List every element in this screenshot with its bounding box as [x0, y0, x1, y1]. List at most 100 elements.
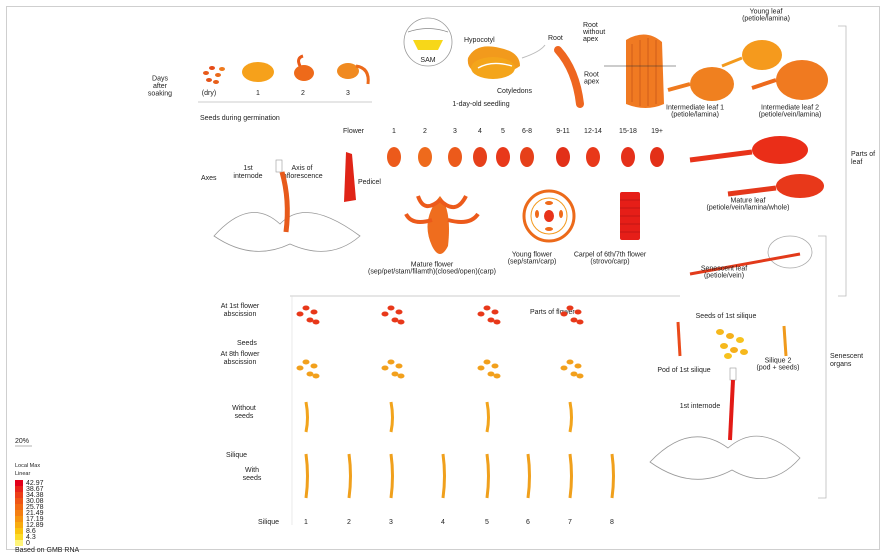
seeds-label: Seeds: [237, 340, 257, 347]
seed-first-abscission: [478, 312, 485, 317]
flower-stage-label: 9-11: [556, 128, 570, 135]
seed-first-abscission: [297, 312, 304, 317]
seedling-group: SAM Hypocotyl Cotyledons Root Rootwithou…: [404, 18, 605, 108]
silique2-label: Silique 2(pod + seeds): [757, 357, 800, 371]
seed-day1: [242, 62, 274, 82]
seed-eighth-abscission: [382, 366, 389, 371]
mature-flower-label: Mature flower(sep/pet/stam/filamth)(clos…: [368, 261, 496, 275]
color-legend: 20% Local MaxLinear 42.9738.6734.3830.08…: [15, 438, 80, 554]
seed-eighth-abscission: [311, 364, 318, 369]
legend-footer: Based on GMB RNA: [15, 547, 80, 554]
stage-dry: (dry): [202, 90, 216, 97]
silique-with-seeds: [570, 454, 572, 498]
silique-number: 1: [304, 519, 308, 526]
seed-first-abscission: [494, 320, 501, 325]
silique-number: 6: [526, 519, 530, 526]
seed-day3: [337, 63, 368, 84]
seed-first-abscission: [313, 320, 320, 325]
stage-1: 1: [256, 90, 260, 97]
pedicel-label: Pedicel: [358, 179, 381, 186]
seed-first-abscission: [561, 312, 568, 317]
flower-stage-shape: [556, 147, 570, 167]
seedling-caption: 1-day-old seedling: [452, 101, 509, 108]
seed-eighth-abscission: [577, 374, 584, 379]
seed-first-abscission: [396, 310, 403, 315]
seed-eighth-abscission: [492, 364, 499, 369]
silique-axis-label: Silique: [258, 519, 279, 526]
seed-eighth-abscission: [303, 360, 310, 365]
silique-with-seeds: [349, 454, 351, 498]
seed-first-abscission: [303, 306, 310, 311]
flower-stage-label: 3: [453, 128, 457, 135]
silique-without-seeds: [570, 402, 572, 432]
seed-first-abscission: [488, 318, 495, 323]
seed-first-abscission: [484, 306, 491, 311]
seed-eighth-abscission: [297, 366, 304, 371]
young-flower-label: Young flower(sep/stam/carp): [508, 251, 557, 265]
senescent-internode-shape: [730, 380, 733, 440]
flower-stage-label: 15-18: [619, 128, 637, 135]
silique2-shape: [784, 326, 786, 356]
seed-first-abscission: [571, 318, 578, 323]
flower-stage-shape: [387, 147, 401, 167]
senescent-seeds: [716, 329, 748, 359]
at-eighth-abscission-label: At 8th flowerabscission: [221, 351, 261, 366]
flower-stage-shape: [418, 147, 432, 167]
root-apex-label: Rootapex: [584, 71, 600, 85]
legend-swatch: [15, 504, 23, 510]
seed-eighth-abscission: [388, 360, 395, 365]
legend-swatch: [15, 516, 23, 522]
seed-eighth-abscission: [313, 374, 320, 379]
scale-label: 20%: [15, 438, 29, 445]
cotyledons-shape: [471, 57, 515, 79]
young-leaf-shape: [742, 40, 782, 70]
root-without-apex-label: Rootwithoutapex: [582, 22, 605, 43]
flower-stage-label: 6-8: [522, 128, 532, 135]
silique-without-seeds: [487, 402, 489, 432]
without-seeds-label: Withoutseeds: [232, 405, 256, 420]
legend-swatches: 42.9738.6734.3830.0825.7821.4917.1912.89…: [15, 480, 44, 547]
flower-stage-shape: [520, 147, 534, 167]
axes-label: Axes: [201, 175, 217, 182]
silique-without-seeds: [306, 402, 308, 432]
seed-first-abscission: [492, 310, 499, 315]
flower-stage-label: 4: [478, 128, 482, 135]
senescent-organs-label: Senescentorgans: [830, 353, 863, 368]
stage-2: 2: [301, 90, 305, 97]
intermediate-leaf2-shape: [776, 60, 828, 100]
mature-leaf-label: Mature leaf(petiole/vein/lamina/whole): [707, 197, 790, 211]
seed-eighth-abscission: [398, 374, 405, 379]
silique-number: 7: [568, 519, 572, 526]
stage-3: 3: [346, 90, 350, 97]
flower-stage-shape: [473, 147, 487, 167]
sam-label: SAM: [420, 57, 435, 64]
silique-label: Silique: [226, 452, 247, 459]
legend-title: Local MaxLinear: [15, 463, 40, 477]
silique-number: 3: [389, 519, 393, 526]
legend-swatch: [15, 486, 23, 492]
seed-eighth-abscission: [392, 372, 399, 377]
silique-group: At 1st flowerabscission Seeds At 8th flo…: [221, 296, 615, 526]
seed-eighth-abscission: [484, 360, 491, 365]
pod-first-label: Pod of 1st silique: [657, 367, 710, 374]
silique-with-seeds: [528, 454, 530, 498]
flower-stage-shape: [586, 147, 600, 167]
intermediate-leaf1-shape: [690, 67, 734, 101]
silique-number: 4: [441, 519, 445, 526]
legend-swatch: [15, 492, 23, 498]
legend-swatch: [15, 522, 23, 528]
with-seeds-label: Withseeds: [243, 467, 262, 482]
silique-number: 2: [347, 519, 351, 526]
cotyledons-label: Cotyledons: [497, 88, 533, 95]
seed-eighth-abscission: [561, 366, 568, 371]
germination-caption: Seeds during germination: [200, 115, 280, 122]
silique-columns: 12345678: [297, 306, 615, 527]
senescent-leaf-shape: [768, 236, 812, 268]
legend-swatch: [15, 480, 23, 486]
legend-swatch: [15, 510, 23, 516]
leaf-parts-label: Parts ofleaf: [851, 151, 875, 166]
legend-value: 0: [26, 540, 30, 547]
seed-first-abscission: [311, 310, 318, 315]
flower-group: Axes 1stinternode Axis ofinflorescence P…: [201, 128, 664, 276]
